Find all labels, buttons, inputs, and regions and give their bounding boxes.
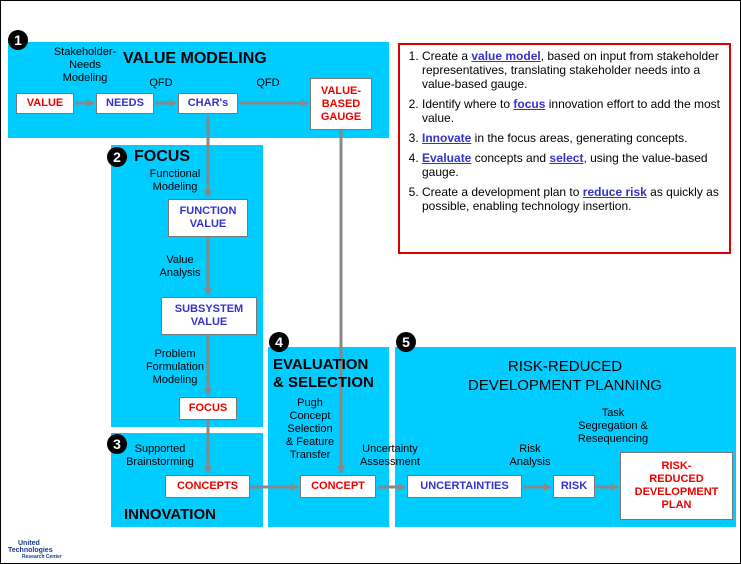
note-line: Concept xyxy=(289,410,331,422)
step-keyword: focus xyxy=(513,97,546,111)
note-line: Problem xyxy=(154,348,196,360)
box-concept: CONCEPT xyxy=(300,475,376,498)
box-line: SUBSYSTEM xyxy=(174,303,244,315)
note-line: Segregation & xyxy=(578,420,648,432)
step-number-4: 4 xyxy=(269,332,289,352)
note-supported-brainstorming: Supported Brainstorming xyxy=(120,443,200,469)
note-line: Analysis xyxy=(509,456,551,468)
note-line: Stakeholder- xyxy=(53,46,117,58)
step-item-3: Innovate in the focus areas, generating … xyxy=(422,131,723,145)
step-text: Identify where to xyxy=(422,97,514,111)
logo-line: Technologies xyxy=(8,547,53,554)
note-line: Resequencing xyxy=(577,433,649,445)
note-line: Task xyxy=(601,407,625,419)
note-functional-modeling: Functional Modeling xyxy=(140,168,210,194)
note-line: Modeling xyxy=(152,374,198,386)
step-item-2: Identify where to focus innovation effor… xyxy=(422,97,723,125)
step-item-4: Evaluate concepts and select, using the … xyxy=(422,151,723,179)
note-value-analysis: Value Analysis xyxy=(150,254,210,280)
note-line: Assessment xyxy=(360,456,420,468)
note-qfd-2: QFD xyxy=(256,77,280,89)
note-line: Value xyxy=(166,254,194,266)
note-line: Modeling xyxy=(62,72,108,84)
step-item-1: Create a value model, based on input fro… xyxy=(422,49,723,91)
note-line: Supported xyxy=(134,443,186,455)
note-pugh-concept-selection: Pugh Concept Selection & Feature Transfe… xyxy=(280,397,340,462)
box-line: VALUE xyxy=(190,316,228,328)
box-line: VALUE- xyxy=(320,84,362,97)
step-item-5: Create a development plan to reduce risk… xyxy=(422,185,723,213)
step-number-5: 5 xyxy=(396,332,416,352)
note-line: Needs xyxy=(69,59,101,71)
note-line: Risk xyxy=(519,443,541,455)
box-line: FUNCTION xyxy=(179,205,237,217)
box-value-based-gauge: VALUE- BASED GAUGE xyxy=(310,78,372,130)
company-logo: United Technologies Research Center xyxy=(8,540,62,561)
title-line: RISK-REDUCED xyxy=(507,358,623,375)
step-text: , using the value-based gauge. xyxy=(422,151,708,179)
box-risk: RISK xyxy=(553,475,595,498)
step-text: concepts and xyxy=(471,151,550,165)
note-stakeholder-needs-modeling: Stakeholder- Needs Modeling xyxy=(52,46,118,85)
step-text: innovation effort to add the most value. xyxy=(422,97,720,125)
box-focus: FOCUS xyxy=(179,397,237,420)
box-value: VALUE xyxy=(16,93,74,114)
title-line: & SELECTION xyxy=(273,374,374,391)
step-text: as quickly as possible, enabling technol… xyxy=(422,185,719,213)
box-line: GAUGE xyxy=(320,110,362,123)
box-line: PLAN xyxy=(661,499,692,511)
note-line: Formulation xyxy=(145,361,205,373)
note-line: Selection xyxy=(287,423,333,435)
note-risk-analysis: Risk Analysis xyxy=(502,443,558,469)
panel-title-innovation: INNOVATION xyxy=(124,506,216,523)
box-line: DEVELOPMENT xyxy=(634,486,719,498)
note-line: Functional xyxy=(149,168,201,180)
note-line: Analysis xyxy=(159,267,201,279)
note-uncertainty-assessment: Uncertainty Assessment xyxy=(352,443,428,469)
step-text: Create a development plan to xyxy=(422,185,583,199)
box-uncertainties: UNCERTAINTIES xyxy=(407,475,522,498)
box-needs: NEEDS xyxy=(96,93,154,114)
title-line: EVALUATION xyxy=(273,356,369,373)
panel-focus xyxy=(111,145,263,427)
note-line: Modeling xyxy=(152,181,198,193)
box-function-value: FUNCTION VALUE xyxy=(168,199,248,237)
panel-title-value-modeling: VALUE MODELING xyxy=(123,50,267,67)
step-keyword: select xyxy=(549,151,584,165)
box-line: RISK- xyxy=(661,460,692,472)
box-line: REDUCED xyxy=(649,473,704,485)
box-line: BASED xyxy=(321,97,361,110)
box-line: VALUE xyxy=(189,218,227,230)
step-keyword: reduce risk xyxy=(582,185,647,199)
note-problem-formulation-modeling: Problem Formulation Modeling xyxy=(135,348,215,387)
box-subsystem-value: SUBSYSTEM VALUE xyxy=(161,297,257,335)
steps-list: Create a value model, based on input fro… xyxy=(398,43,731,254)
box-chars: CHAR's xyxy=(178,93,238,114)
step-keyword: Evaluate xyxy=(422,151,472,165)
step-number-3: 3 xyxy=(107,434,127,454)
panel-title-risk-reduced-planning: RISK-REDUCED DEVELOPMENT PLANNING xyxy=(440,357,690,395)
note-line: & Feature xyxy=(285,436,335,448)
box-risk-reduced-plan: RISK- REDUCED DEVELOPMENT PLAN xyxy=(620,452,733,520)
step-text: Create a xyxy=(422,49,472,63)
note-qfd-1: QFD xyxy=(149,77,173,89)
note-line: Uncertainty xyxy=(362,443,418,455)
note-line: Transfer xyxy=(289,449,331,461)
step-number-1: 1 xyxy=(8,30,28,50)
logo-line: United xyxy=(18,540,40,547)
step-text: in the focus areas, generating concepts. xyxy=(471,131,688,145)
step-keyword: value model xyxy=(471,49,541,63)
box-concepts: CONCEPTS xyxy=(165,475,250,498)
step-text: , based on input from stakeholder repres… xyxy=(422,49,719,91)
note-line: Pugh xyxy=(297,397,323,409)
logo-line: Research Center xyxy=(22,554,62,560)
title-line: DEVELOPMENT PLANNING xyxy=(468,377,662,394)
panel-title-evaluation-selection: EVALUATION & SELECTION xyxy=(273,356,374,392)
note-task-segregation: Task Segregation & Resequencing xyxy=(568,407,658,446)
panel-title-focus: FOCUS xyxy=(134,148,190,165)
step-number-2: 2 xyxy=(107,147,127,167)
step-keyword: Innovate xyxy=(422,131,472,145)
note-line: Brainstorming xyxy=(126,456,194,468)
